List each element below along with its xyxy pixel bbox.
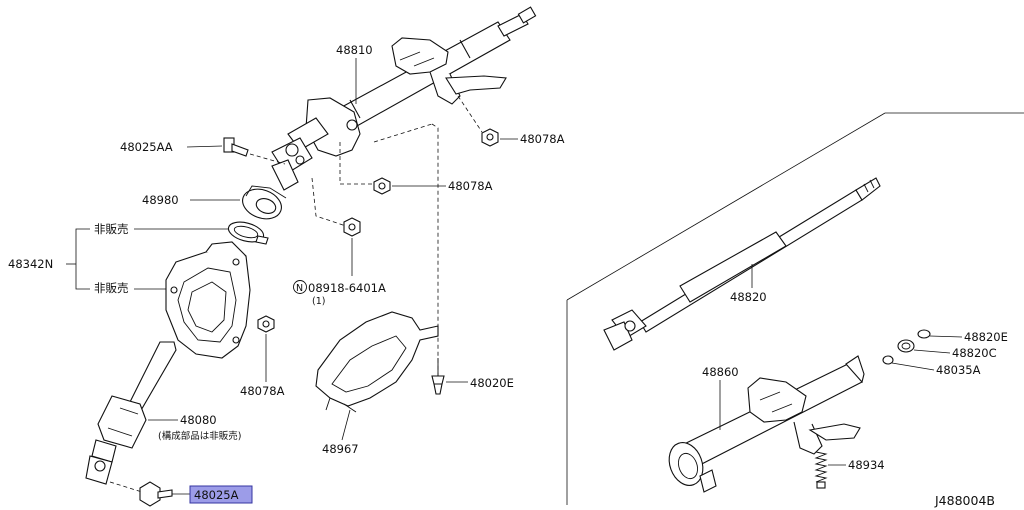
label-48860: 48860 <box>702 365 739 379</box>
label-48035A: 48035A <box>936 363 981 377</box>
bolt-48025AA <box>223 137 249 157</box>
label-48934: 48934 <box>848 458 885 472</box>
label-48080-note: (構成部品は非販売) <box>158 430 241 442</box>
label-48025AA: 48025AA <box>120 140 173 154</box>
dashed-mount-lines <box>311 123 439 376</box>
nut-48078A-mid <box>373 177 391 195</box>
column-48810 <box>271 6 537 191</box>
shaft-48820 <box>603 177 881 351</box>
label-nut-prefix: N <box>296 283 303 294</box>
label-hibaibai-1: 非販売 <box>94 222 129 236</box>
nut-08918-6401A <box>343 217 361 237</box>
washer-48820E <box>917 329 931 339</box>
bolt-48025A <box>139 481 173 507</box>
shaft-48080 <box>85 341 177 485</box>
frame-lines <box>566 112 1024 505</box>
label-48080: 48080 <box>180 413 217 427</box>
label-48810: 48810 <box>336 43 373 57</box>
label-nut-qty: (1) <box>312 296 325 307</box>
label-48342N: 48342N <box>8 257 53 271</box>
label-48980: 48980 <box>142 193 179 207</box>
nut-48078A-low <box>257 315 275 333</box>
label-48820C: 48820C <box>952 346 997 360</box>
diagram-code: J488004B <box>934 493 995 508</box>
nut-code-badge: N <box>293 280 307 294</box>
clip-48020E <box>431 358 445 395</box>
spring-48934 <box>814 451 828 489</box>
column-48860 <box>668 355 865 493</box>
label-08918-6401A: 08918-6401A <box>308 281 386 295</box>
housing-48342N <box>165 241 251 359</box>
label-hibaibai-2: 非販売 <box>94 281 129 295</box>
label-48967: 48967 <box>322 442 359 456</box>
label-48078A-top: 48078A <box>520 132 565 146</box>
bearing-48980 <box>242 185 287 220</box>
cover-48967 <box>315 311 439 413</box>
washer-48035A <box>882 355 894 365</box>
clamp-ring <box>227 221 269 245</box>
label-48078A-low: 48078A <box>240 384 285 398</box>
label-48078A-mid: 48078A <box>448 179 493 193</box>
label-48025A[interactable]: 48025A <box>194 488 239 502</box>
label-48020E: 48020E <box>470 376 514 390</box>
label-48820E: 48820E <box>964 330 1008 344</box>
ring-48820C <box>897 339 915 353</box>
label-48820: 48820 <box>730 290 767 304</box>
highlight-48025A[interactable] <box>189 485 253 504</box>
nut-48078A-top <box>481 128 499 147</box>
